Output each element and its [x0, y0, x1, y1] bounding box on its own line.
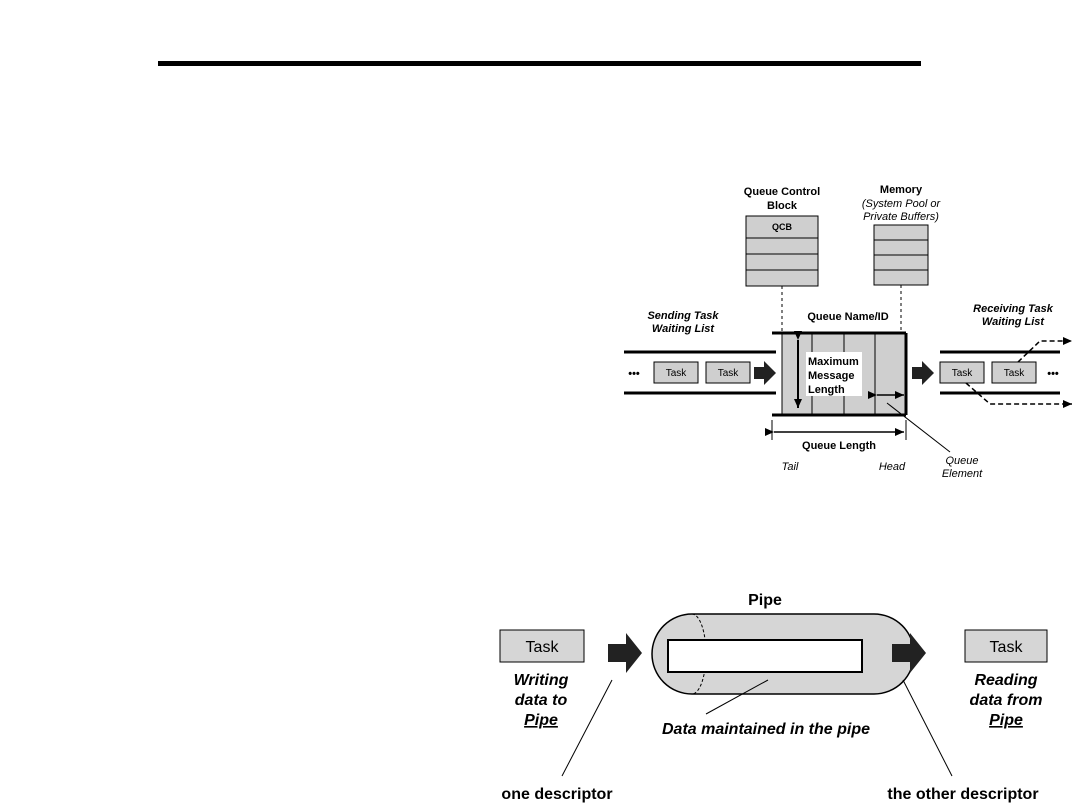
pipe-front-rim — [691, 613, 707, 695]
data-maintained-label: Data maintained in the pipe — [662, 721, 870, 738]
receiving-task-label-2: Task — [1004, 368, 1026, 379]
receiving-list-line1: Receiving Task — [973, 303, 1054, 315]
element-pointer-line — [886, 402, 951, 453]
memory-sub-line1: (System Pool or — [862, 198, 942, 210]
max-length-line1: Maximum — [808, 356, 859, 368]
reading-line3: Pipe — [989, 712, 1023, 729]
writing-line1: Writing — [514, 672, 569, 689]
receiving-task-box-1 — [939, 361, 985, 384]
queue-name-label: Queue Name/ID — [807, 311, 888, 323]
receiving-task-label-1: Task — [952, 368, 974, 379]
max-length-label-bg — [806, 352, 862, 396]
memory-title: Memory — [880, 184, 923, 196]
pipe-diagram: Pipe Task Writing data to Pipe Data main… — [499, 592, 1048, 803]
write-arrow — [608, 633, 642, 673]
receive-path-upper — [1017, 337, 1072, 363]
writing-task-box — [499, 629, 585, 663]
receiving-list-line2: Waiting List — [982, 316, 1045, 328]
reading-task-label: Task — [990, 639, 1024, 656]
sending-list-line1: Sending Task — [647, 310, 719, 322]
receive-path-lower — [965, 382, 1072, 408]
queue-length-label: Queue Length — [802, 440, 876, 452]
memory-block — [873, 224, 929, 286]
sending-list-line2: Waiting List — [652, 323, 715, 335]
qcb-title-line2: Block — [767, 200, 798, 212]
send-arrow — [754, 361, 776, 385]
queue-diagram: Queue Control Block QCB Memory (System P… — [624, 184, 1072, 480]
other-descriptor-label: the other descriptor — [887, 786, 1038, 803]
max-length-line3: Length — [808, 384, 845, 396]
pipe-data-channel — [667, 639, 863, 673]
one-descriptor-label: one descriptor — [501, 786, 612, 803]
other-descriptor-line — [902, 679, 953, 777]
receiving-task-box-2 — [991, 361, 1037, 384]
sending-task-box-2 — [705, 361, 751, 384]
head-label: Head — [879, 461, 906, 473]
queue-element-line2: Element — [942, 468, 983, 480]
reading-task-box — [964, 629, 1048, 663]
tail-label: Tail — [782, 461, 799, 473]
read-arrow — [892, 633, 926, 673]
data-pointer-line — [705, 679, 769, 715]
sending-task-box-1 — [653, 361, 699, 384]
reading-line2: data from — [970, 692, 1043, 709]
qcb-block — [745, 215, 819, 287]
receive-arrow — [912, 361, 934, 385]
title-rule — [158, 61, 921, 66]
writing-task-label: Task — [526, 639, 560, 656]
qcb-title-line1: Queue Control — [744, 186, 820, 198]
max-length-line2: Message — [808, 370, 854, 382]
writing-line2: data to — [515, 692, 568, 709]
receiving-ellipsis: ••• — [1047, 368, 1059, 380]
queue-element-line1: Queue — [945, 455, 978, 467]
writing-line3: Pipe — [524, 712, 558, 729]
sending-ellipsis: ••• — [628, 368, 640, 380]
sending-task-label-2: Task — [718, 368, 740, 379]
sending-task-label-1: Task — [666, 368, 688, 379]
reading-line1: Reading — [974, 672, 1037, 689]
one-descriptor-line — [561, 679, 613, 777]
memory-sub-line2: Private Buffers) — [863, 211, 939, 223]
pipe-title: Pipe — [748, 592, 782, 609]
qcb-label: QCB — [772, 222, 793, 232]
